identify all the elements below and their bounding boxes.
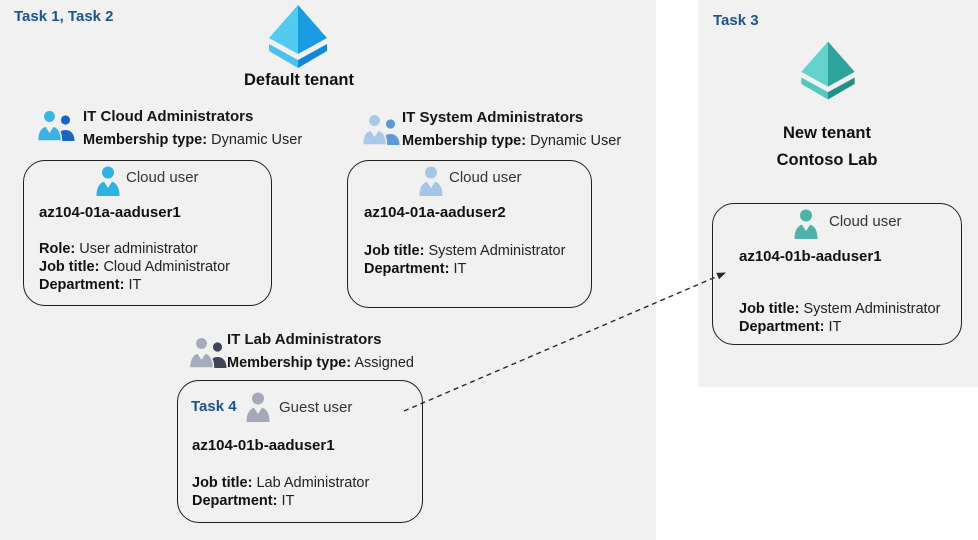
field-label: Job title: xyxy=(39,259,100,275)
field-value: IT xyxy=(128,277,142,293)
field-value: System Administrator xyxy=(428,243,566,259)
user-card-aaduser1: Cloud user az104-01a-aaduser1 Role: User… xyxy=(23,160,272,306)
azure-ad-tenant-icon xyxy=(260,4,336,70)
user-type-label: Guest user xyxy=(279,399,353,416)
cloud-user-icon xyxy=(794,209,818,239)
user-type-label: Cloud user xyxy=(829,213,902,230)
user-field-job-title: Job title: System Administrator xyxy=(364,243,565,259)
field-label: Job title: xyxy=(739,301,800,317)
membership-type-label: Membership type: xyxy=(227,355,352,371)
new-tenant-label-line1: New tenant xyxy=(782,124,871,142)
membership-type-value: Assigned xyxy=(354,355,414,371)
group-2-membership: Membership type: Dynamic User xyxy=(402,133,621,149)
user-field-job-title: Job title: Lab Administrator xyxy=(192,475,369,491)
group-3-title: IT Lab Administrators xyxy=(227,331,382,348)
membership-type-label: Membership type: xyxy=(402,133,527,149)
field-label: Department: xyxy=(39,277,125,293)
user-field-department: Department: IT xyxy=(39,277,141,293)
cloud-user-icon xyxy=(419,166,443,196)
user-type-label: Cloud user xyxy=(126,169,199,186)
new-tenant-icon xyxy=(793,40,863,102)
group-1-title: IT Cloud Administrators xyxy=(83,108,254,125)
new-tenant-user-card: Cloud user az104-01b-aaduser1 Job title:… xyxy=(712,203,962,345)
group-icon xyxy=(37,109,75,141)
default-tenant-region xyxy=(0,0,656,540)
membership-type-value: Dynamic User xyxy=(211,132,303,148)
field-label: Department: xyxy=(364,261,450,277)
user-type-label: Cloud user xyxy=(449,169,522,186)
field-value: IT xyxy=(281,493,295,509)
field-label: Job title: xyxy=(364,243,425,259)
user-name: az104-01a-aaduser1 xyxy=(39,204,181,221)
new-tenant-label-line2: Contoso Lab xyxy=(776,151,878,169)
group-icon xyxy=(189,336,227,368)
user-name: az104-01b-aaduser1 xyxy=(739,248,882,265)
field-label: Department: xyxy=(739,319,825,335)
user-field-department: Department: IT xyxy=(739,319,841,335)
task-4-label: Task 4 xyxy=(191,398,237,415)
field-label: Job title: xyxy=(192,475,253,491)
guest-user-icon xyxy=(246,392,270,422)
user-card-aaduser2: Cloud user az104-01a-aaduser2 Job title:… xyxy=(347,160,592,308)
default-tenant-label: Default tenant xyxy=(243,71,354,89)
user-field-role: Role: User administrator xyxy=(39,241,198,257)
task-1-2-label: Task 1, Task 2 xyxy=(14,8,114,25)
field-value: IT xyxy=(828,319,842,335)
task-3-label: Task 3 xyxy=(713,12,759,29)
group-2-title: IT System Administrators xyxy=(402,109,584,126)
membership-type-value: Dynamic User xyxy=(530,133,622,149)
user-field-job-title: Job title: System Administrator xyxy=(739,301,940,317)
user-field-department: Department: IT xyxy=(364,261,466,277)
field-value: User administrator xyxy=(79,241,198,257)
group-1-membership: Membership type: Dynamic User xyxy=(83,132,302,148)
group-3-membership: Membership type: Assigned xyxy=(227,355,414,371)
guest-user-card: Task 4 Guest user az104-01b-aaduser1 Job… xyxy=(177,380,423,523)
user-field-job-title: Job title: Cloud Administrator xyxy=(39,259,230,275)
membership-type-label: Membership type: xyxy=(83,132,208,148)
field-value: Lab Administrator xyxy=(256,475,370,491)
field-label: Department: xyxy=(192,493,278,509)
user-name: az104-01b-aaduser1 xyxy=(192,437,335,454)
field-value: IT xyxy=(453,261,467,277)
field-value: System Administrator xyxy=(803,301,941,317)
field-value: Cloud Administrator xyxy=(103,259,230,275)
cloud-user-icon xyxy=(96,166,120,196)
group-icon xyxy=(362,113,400,145)
user-name: az104-01a-aaduser2 xyxy=(364,204,506,221)
user-field-department: Department: IT xyxy=(192,493,294,509)
field-label: Role: xyxy=(39,241,76,257)
